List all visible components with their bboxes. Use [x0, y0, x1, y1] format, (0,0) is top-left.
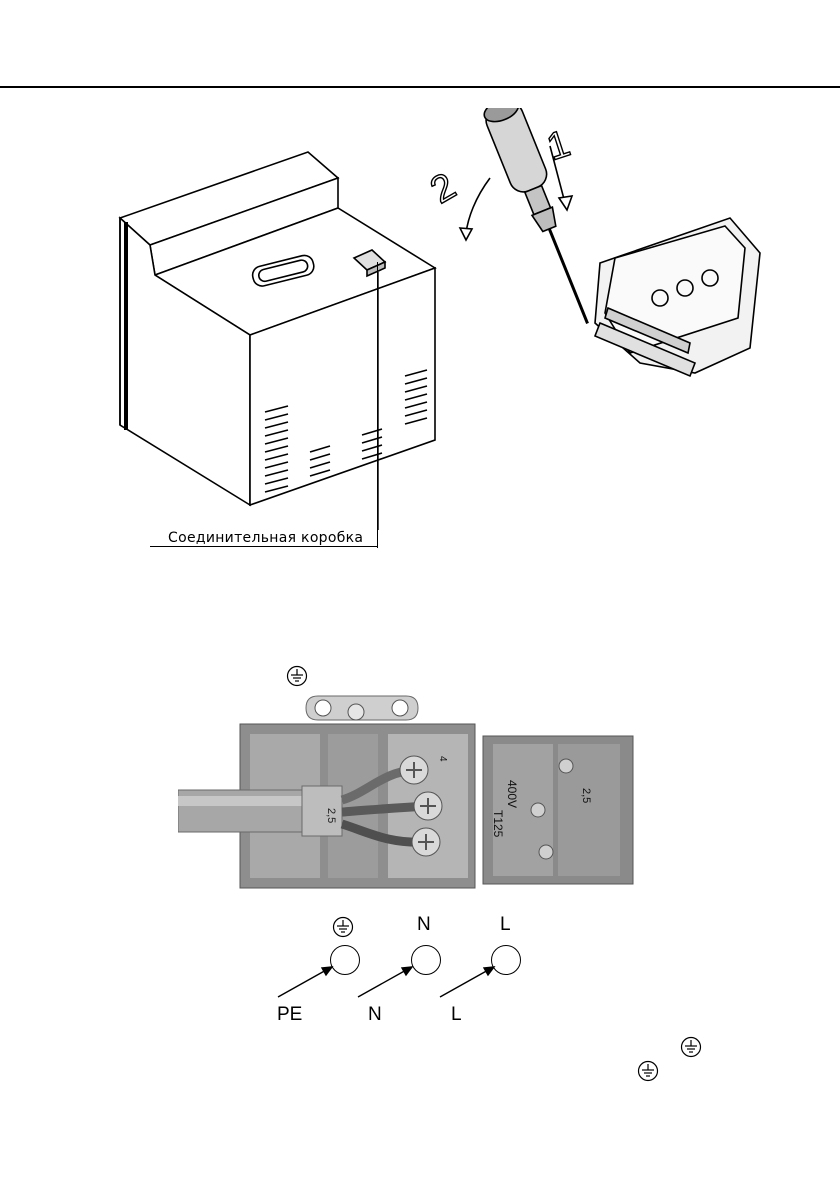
terminal-bottom-label-pe: PE — [277, 1004, 302, 1026]
terminal-block-illustration: 2,5 400V T125 2,5 4 — [178, 692, 638, 898]
terminal-bottom-label-n: N — [368, 1004, 382, 1026]
marking-number: 4 — [437, 756, 448, 762]
marking-voltage: 400V — [505, 780, 519, 808]
ground-symbol-icon — [332, 916, 354, 938]
terminal-bottom-label-l: L — [451, 1004, 462, 1026]
oven-illustration — [110, 150, 450, 530]
marking-current: T125 — [491, 810, 505, 838]
marking-clamp-size: 2,5 — [325, 808, 337, 823]
callout-line-vertical — [377, 262, 378, 548]
terminal-top-label-n: N — [417, 914, 431, 936]
step-1-label: 1 — [542, 123, 575, 169]
callout-line-horizontal — [150, 546, 378, 547]
header-rule — [0, 86, 840, 88]
step-2-label: 2 — [424, 165, 463, 212]
marking-section: 2,5 — [580, 788, 592, 803]
junction-box-caption: Соединительная коробка — [168, 530, 363, 546]
terminal-arrows — [270, 955, 510, 1005]
ground-symbol-icon — [637, 1060, 659, 1082]
terminal-top-label-l: L — [500, 914, 511, 936]
ground-symbol-icon — [680, 1036, 702, 1058]
ground-symbol-icon — [286, 665, 308, 687]
screwdriver-illustration: 2 1 — [420, 108, 780, 398]
